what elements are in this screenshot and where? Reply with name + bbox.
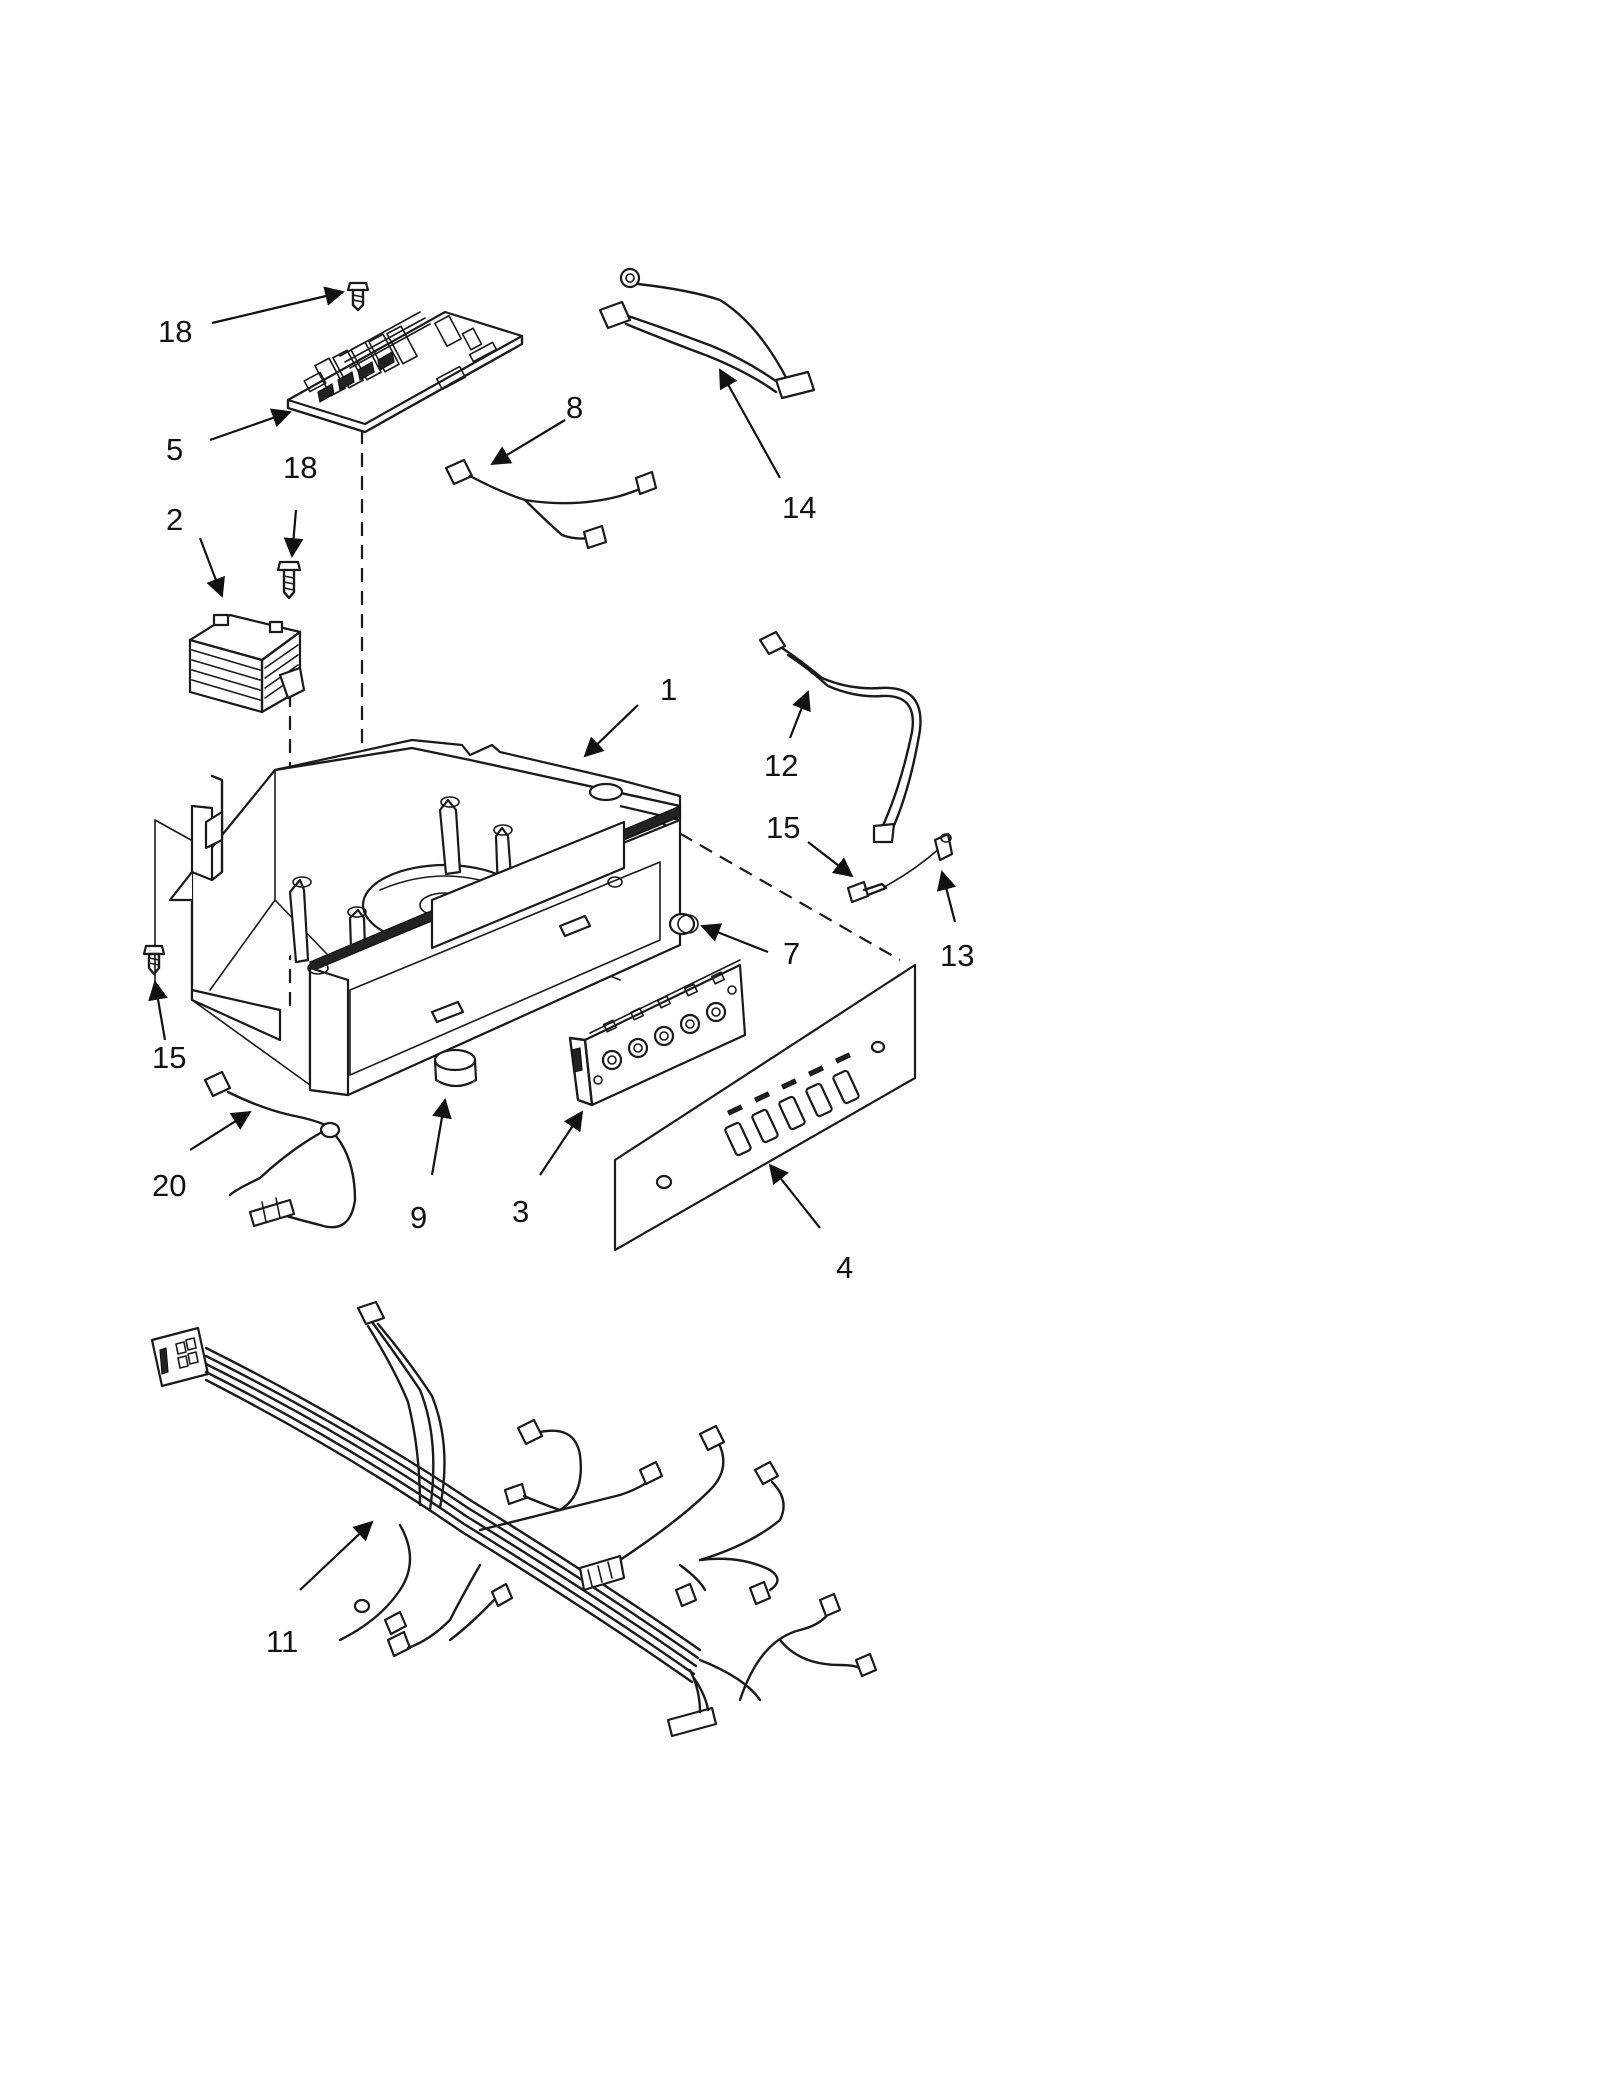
- label-part-8: 8: [566, 390, 583, 425]
- overlay-panel-part-4: [613, 963, 917, 1252]
- main-wire-harness-part-11: [150, 1300, 878, 1738]
- knob-part-7: [668, 912, 699, 936]
- label-part-5: 5: [166, 432, 183, 467]
- harness-part-8: [444, 458, 658, 550]
- label-part-18-top: 18: [158, 314, 192, 349]
- harness-part-20: [203, 1070, 357, 1229]
- part-labels: 18 5 18 2 8 14 1 12 15 7 13 15 20 9 3 4 …: [152, 314, 974, 1659]
- label-part-11: 11: [266, 1624, 298, 1659]
- screw-part-15-right: [846, 880, 888, 904]
- screw-part-18-top: [346, 281, 370, 312]
- screw-part-18-middle: [276, 560, 302, 600]
- label-part-7: 7: [783, 936, 800, 971]
- label-part-20: 20: [152, 1168, 186, 1203]
- screw-part-15-left: [142, 944, 166, 976]
- label-part-15-right: 15: [766, 810, 800, 845]
- label-part-13: 13: [940, 938, 974, 973]
- harness-part-12: [758, 630, 922, 844]
- label-part-12: 12: [764, 748, 798, 783]
- label-part-4: 4: [836, 1250, 853, 1285]
- leader-arrows: [148, 286, 957, 1591]
- control-housing-part-1: [168, 738, 682, 1097]
- sensor-part-13: [885, 832, 954, 887]
- label-part-15-left: 15: [152, 1040, 186, 1075]
- transformer-part-2: [188, 613, 306, 714]
- label-part-1: 1: [660, 672, 677, 707]
- label-part-2: 2: [166, 502, 183, 537]
- control-board-part-5: [286, 310, 524, 434]
- harness-part-14: [598, 267, 816, 400]
- label-part-18-middle: 18: [283, 450, 317, 485]
- switch-housing-part-3: [568, 959, 747, 1107]
- label-part-14: 14: [782, 490, 816, 525]
- label-part-9: 9: [410, 1200, 427, 1235]
- button-cap-part-9: [433, 1048, 478, 1088]
- label-part-3: 3: [512, 1194, 529, 1229]
